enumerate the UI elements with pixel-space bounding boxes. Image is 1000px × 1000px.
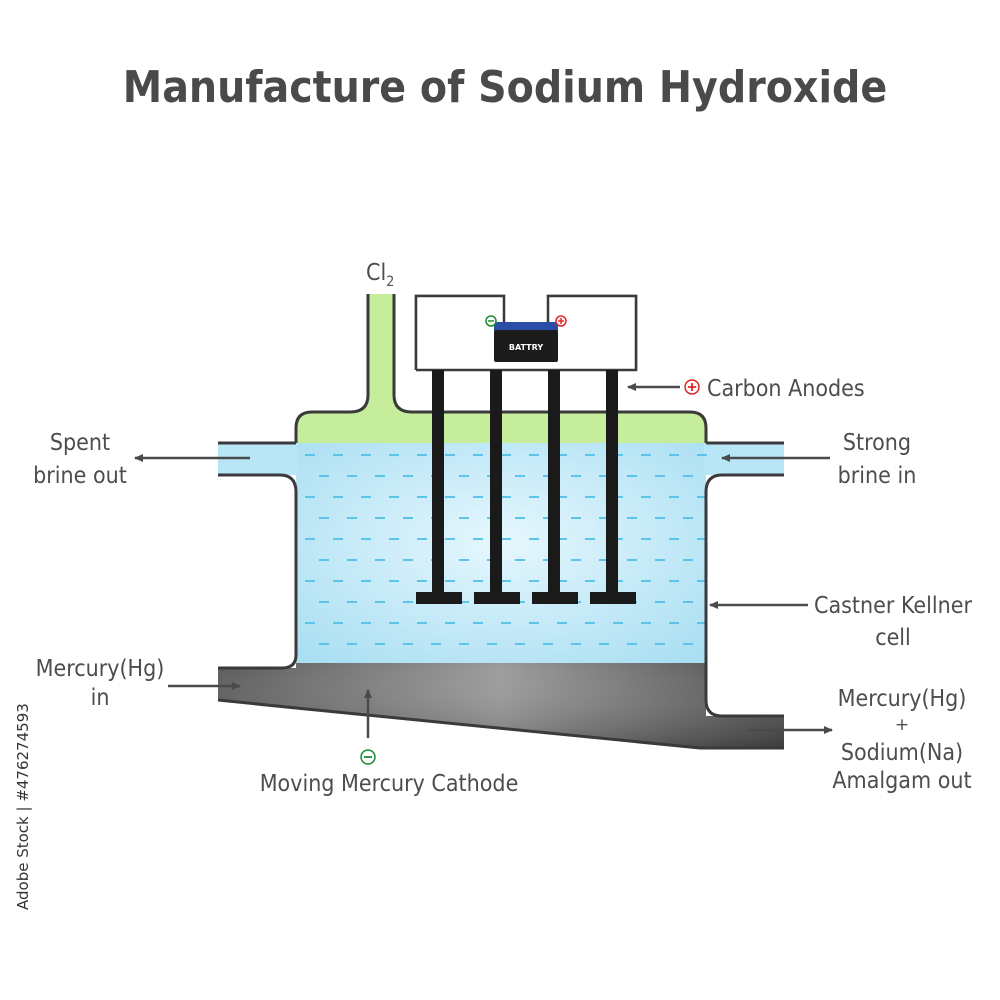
- anode-positive-sign: [684, 379, 700, 395]
- castner-cell-label-line1: Castner Kellner: [814, 593, 972, 619]
- battery: BATTRY: [494, 322, 558, 362]
- page-title: Manufacture of Sodium Hydroxide: [123, 62, 887, 113]
- strong-brine-label-line1: Strong: [843, 430, 911, 456]
- amalgam-out-label-plus: +: [895, 715, 909, 735]
- amalgam-out-label-line1: Mercury(Hg): [838, 686, 967, 712]
- mercury-in-label-line1: Mercury(Hg): [36, 656, 165, 682]
- spent-brine-label-line1: Spent: [50, 430, 110, 456]
- anode-2: [474, 370, 520, 604]
- spent-brine-label-line2: brine out: [33, 463, 127, 489]
- battery-positive-terminal: [555, 315, 567, 327]
- cathode-label: Moving Mercury Cathode: [260, 771, 519, 797]
- amalgam-out-label-line3: Sodium(Na): [841, 740, 963, 766]
- castner-cell-label-line2: cell: [875, 625, 911, 651]
- cathode-negative-sign: [360, 749, 376, 765]
- anode-3: [532, 370, 578, 604]
- carbon-anodes-label: Carbon Anodes: [707, 376, 865, 402]
- cell-outline: [217, 441, 784, 750]
- strong-brine-label-line2: brine in: [838, 463, 917, 489]
- cl2-label: Cl2: [366, 260, 394, 290]
- amalgam-out-label-line4: Amalgam out: [832, 768, 971, 794]
- anode-1: [416, 370, 462, 604]
- mercury-cathode: [218, 663, 784, 748]
- mercury-in-label-line2: in: [91, 685, 110, 711]
- battery-negative-terminal: [485, 315, 497, 327]
- carbon-anodes: [416, 370, 636, 604]
- anode-4: [590, 370, 636, 604]
- battery-label: BATTRY: [509, 343, 543, 352]
- stock-id-text: Adobe Stock | #476274593: [14, 703, 32, 910]
